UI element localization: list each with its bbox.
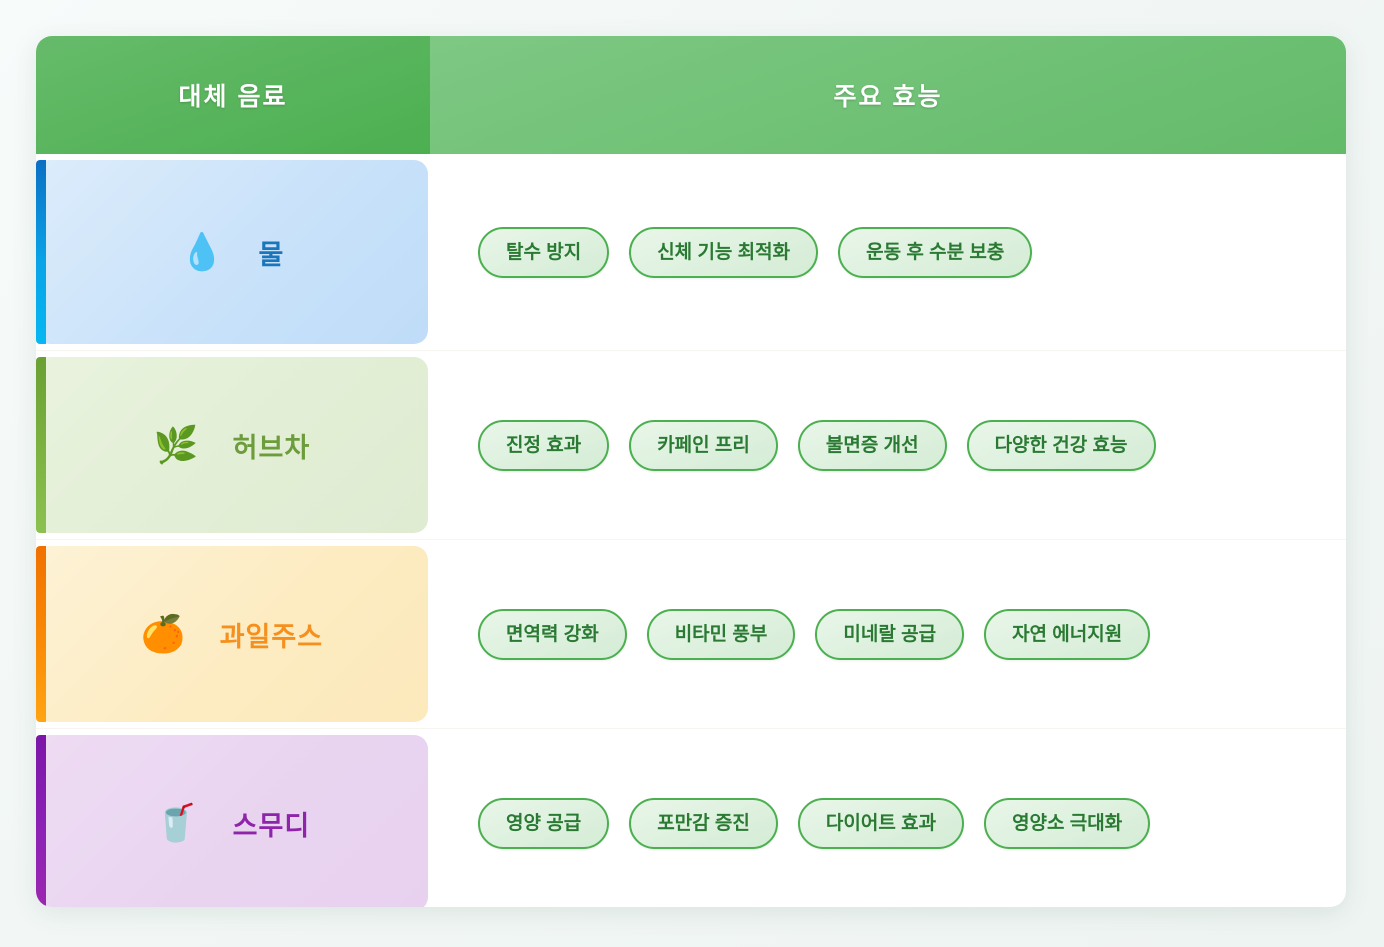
benefit-pill[interactable]: 영양 공급: [478, 797, 610, 849]
benefits-cell: 진정 효과 카페인 프리 불면증 개선 다양한 건강 효능: [430, 351, 1346, 539]
table-header-row: 대체 음료 주요 효능: [36, 36, 1346, 154]
drink-cell: 💧 물: [36, 154, 430, 350]
benefit-pill[interactable]: 탈수 방지: [478, 226, 610, 278]
drink-name-label: 허브차: [232, 432, 311, 463]
table-row: 💧 물 탈수 방지 신체 기능 최적화 운동 후 수분 보충: [36, 154, 1346, 351]
column-header-benefits-label: 주요 효능: [833, 83, 943, 111]
drink-name-label: 스무디: [232, 810, 311, 841]
cup-with-straw-icon: 🥤: [153, 802, 199, 843]
row-accent-bar: [36, 735, 46, 907]
benefit-pill[interactable]: 신체 기능 최적화: [629, 226, 819, 278]
beverage-benefits-table: 대체 음료 주요 효능 💧 물 탈수 방지 신체 기능 최적화 운동 후 수분 …: [36, 36, 1346, 907]
row-accent-bar: [36, 357, 46, 533]
benefit-pill[interactable]: 다양한 건강 효능: [966, 419, 1156, 471]
benefit-pill[interactable]: 운동 후 수분 보충: [838, 226, 1033, 278]
benefit-pill[interactable]: 자연 에너지원: [984, 608, 1151, 660]
drink-cell: 🍊 과일주스: [36, 540, 430, 728]
benefit-pill[interactable]: 비타민 풍부: [646, 608, 796, 660]
benefit-pill[interactable]: 진정 효과: [478, 419, 610, 471]
drink-name-label: 물: [258, 239, 285, 270]
drink-card: 🍊 과일주스: [36, 546, 428, 722]
benefit-pill[interactable]: 포만감 증진: [629, 797, 778, 849]
water-drop-icon: 💧: [179, 231, 225, 272]
benefits-cell: 면역력 강화 비타민 풍부 미네랄 공급 자연 에너지원: [430, 540, 1346, 728]
drink-name-label: 과일주스: [219, 621, 324, 652]
benefit-pill[interactable]: 면역력 강화: [478, 608, 627, 660]
column-header-drink-label: 대체 음료: [178, 83, 288, 111]
benefits-cell: 영양 공급 포만감 증진 다이어트 효과 영양소 극대화: [430, 729, 1346, 907]
orange-fruit-icon: 🍊: [140, 613, 186, 654]
column-header-drink: 대체 음료: [36, 36, 430, 154]
herb-leaf-icon: 🌿: [153, 424, 199, 465]
row-accent-bar: [36, 546, 46, 722]
drink-card: 💧 물: [36, 160, 428, 344]
benefit-pill[interactable]: 불면증 개선: [797, 419, 947, 471]
drink-card: 🥤 스무디: [36, 735, 428, 907]
row-accent-bar: [36, 160, 46, 344]
benefit-pill[interactable]: 다이어트 효과: [797, 797, 965, 849]
column-header-benefits: 주요 효능: [430, 36, 1346, 154]
drink-card: 🌿 허브차: [36, 357, 428, 533]
benefit-pill[interactable]: 영양소 극대화: [984, 797, 1151, 849]
table-row: 🥤 스무디 영양 공급 포만감 증진 다이어트 효과 영양소 극대화: [36, 729, 1346, 907]
benefit-pill[interactable]: 카페인 프리: [629, 419, 778, 471]
table-row: 🍊 과일주스 면역력 강화 비타민 풍부 미네랄 공급 자연 에너지원: [36, 540, 1346, 729]
drink-cell: 🌿 허브차: [36, 351, 430, 539]
benefit-pill[interactable]: 미네랄 공급: [815, 608, 965, 660]
drink-cell: 🥤 스무디: [36, 729, 430, 907]
benefits-cell: 탈수 방지 신체 기능 최적화 운동 후 수분 보충: [430, 154, 1346, 350]
table-row: 🌿 허브차 진정 효과 카페인 프리 불면증 개선 다양한 건강 효능: [36, 351, 1346, 540]
